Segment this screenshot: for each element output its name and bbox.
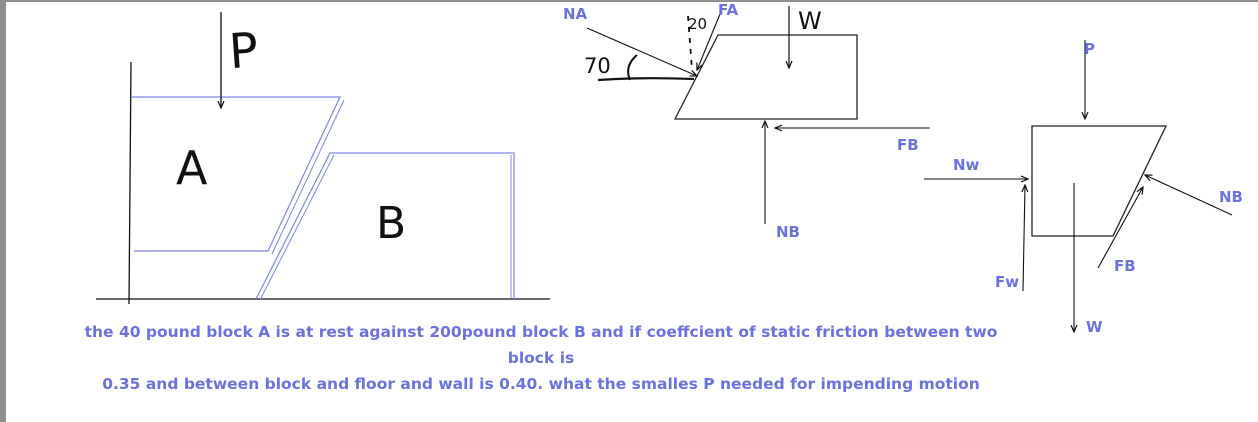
wall-line bbox=[128, 61, 132, 305]
label-p-fbd-a: P bbox=[1084, 40, 1095, 58]
fbd-b-na-arrow bbox=[586, 27, 697, 76]
label-na: NA bbox=[563, 5, 588, 23]
block-b-edge-double bbox=[259, 154, 335, 301]
handwritten-a: A bbox=[176, 141, 208, 195]
problem-statement: the 40 pound block A is at rest against … bbox=[66, 319, 1016, 397]
fbd-b-fa-arrow bbox=[697, 13, 721, 70]
handwritten-p: P bbox=[227, 22, 260, 80]
fbd-b-angle-arc bbox=[627, 54, 638, 81]
label-fb-fbd-a: FB bbox=[1114, 257, 1136, 275]
fbd-a-nb-arrow bbox=[1145, 175, 1233, 216]
label-fa: FA bbox=[718, 2, 739, 19]
block-a-outline bbox=[131, 96, 341, 252]
handwritten-b: B bbox=[376, 198, 406, 249]
label-nb-fbd-b: NB bbox=[776, 223, 800, 241]
block-a-edge-double bbox=[271, 99, 345, 255]
fbd-b-angle-dashed-line bbox=[687, 15, 693, 71]
label-nw: Nw bbox=[953, 156, 980, 174]
diagram-svg: P A B W 70 20 NA FA FB NB P Nw NB FB Fw bbox=[96, 2, 1243, 336]
label-fb-fbd-b: FB bbox=[897, 136, 919, 154]
fbd-a-outline bbox=[1031, 125, 1168, 237]
fbd-a-fw-arrow bbox=[1023, 185, 1025, 292]
fbd-a-fb-arrow bbox=[1097, 187, 1143, 269]
handwritten-w: W bbox=[798, 7, 822, 35]
block-b-outline bbox=[255, 152, 515, 300]
problem-line-1: the 40 pound block A is at rest against … bbox=[84, 323, 998, 367]
fbd-block-b: W 70 20 NA FA FB NB bbox=[563, 2, 930, 241]
label-nb-fbd-a: NB bbox=[1219, 188, 1243, 206]
system-sketch: P A B bbox=[96, 12, 550, 305]
fbd-b-reference-line bbox=[597, 77, 695, 82]
label-fw: Fw bbox=[995, 273, 1019, 291]
fbd-block-a: P Nw NB FB Fw W bbox=[924, 40, 1243, 336]
problem-line-2: 0.35 and between block and floor and wal… bbox=[102, 375, 980, 393]
fbd-b-outline bbox=[673, 34, 858, 120]
handwritten-angle-70: 70 bbox=[584, 54, 611, 78]
handwritten-angle-20: 20 bbox=[688, 15, 707, 33]
label-w-fbd-a: W bbox=[1086, 318, 1103, 336]
